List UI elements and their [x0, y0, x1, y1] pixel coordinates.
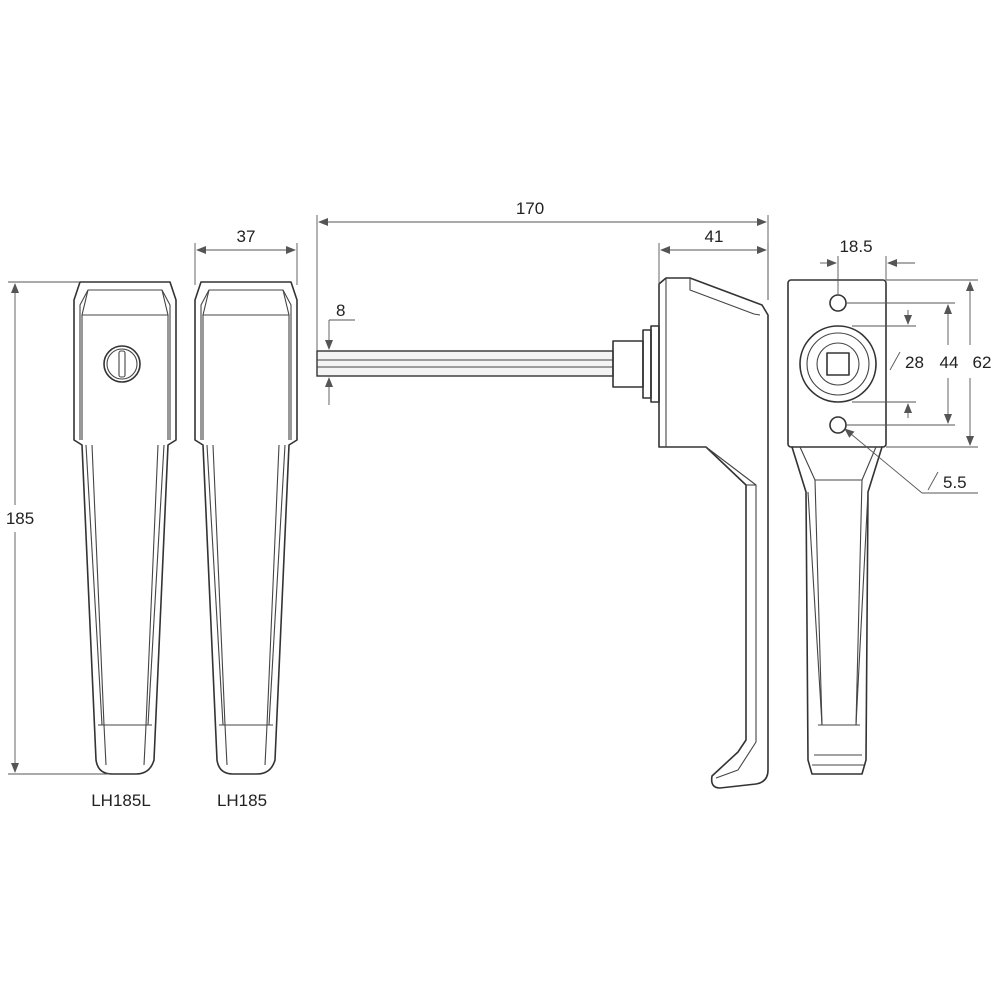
svg-text:170: 170	[516, 199, 544, 218]
svg-text:62: 62	[973, 353, 992, 372]
spindle-shaft	[316, 350, 614, 377]
mounting-plate	[787, 279, 887, 448]
svg-text:8: 8	[336, 301, 345, 320]
dimension-185: 185	[6, 281, 110, 775]
dimension-28: 28	[852, 310, 924, 418]
svg-text:18.5: 18.5	[839, 237, 872, 256]
key-cylinder-icon	[103, 345, 141, 383]
svg-text:5.5: 5.5	[943, 473, 967, 492]
dimension-8: 8	[325, 301, 355, 405]
dimension-37: 37	[194, 227, 298, 285]
dimension-62: 62	[886, 279, 992, 448]
label-lh185: LH185	[217, 791, 267, 810]
svg-text:41: 41	[705, 227, 724, 246]
handle-lh185l-front-view	[73, 281, 177, 775]
dimension-5-5: 5.5	[844, 428, 978, 494]
dimension-170: 170	[316, 199, 769, 351]
handle-lh185-front-view	[194, 281, 298, 775]
dimension-44: 44	[846, 302, 959, 426]
square-drive-boss	[799, 325, 877, 403]
svg-text:37: 37	[237, 227, 256, 246]
svg-text:44: 44	[940, 353, 959, 372]
svg-text:185: 185	[6, 509, 34, 528]
handle-back-view	[787, 279, 887, 775]
dimension-41: 41	[658, 227, 769, 300]
svg-text:28: 28	[905, 353, 924, 372]
dimension-18-5: 18.5	[820, 237, 915, 295]
mounting-hole-top	[829, 294, 847, 312]
label-lh185l: LH185L	[91, 791, 151, 810]
handle-side-view	[316, 277, 769, 789]
mounting-hole-bottom	[829, 416, 847, 434]
